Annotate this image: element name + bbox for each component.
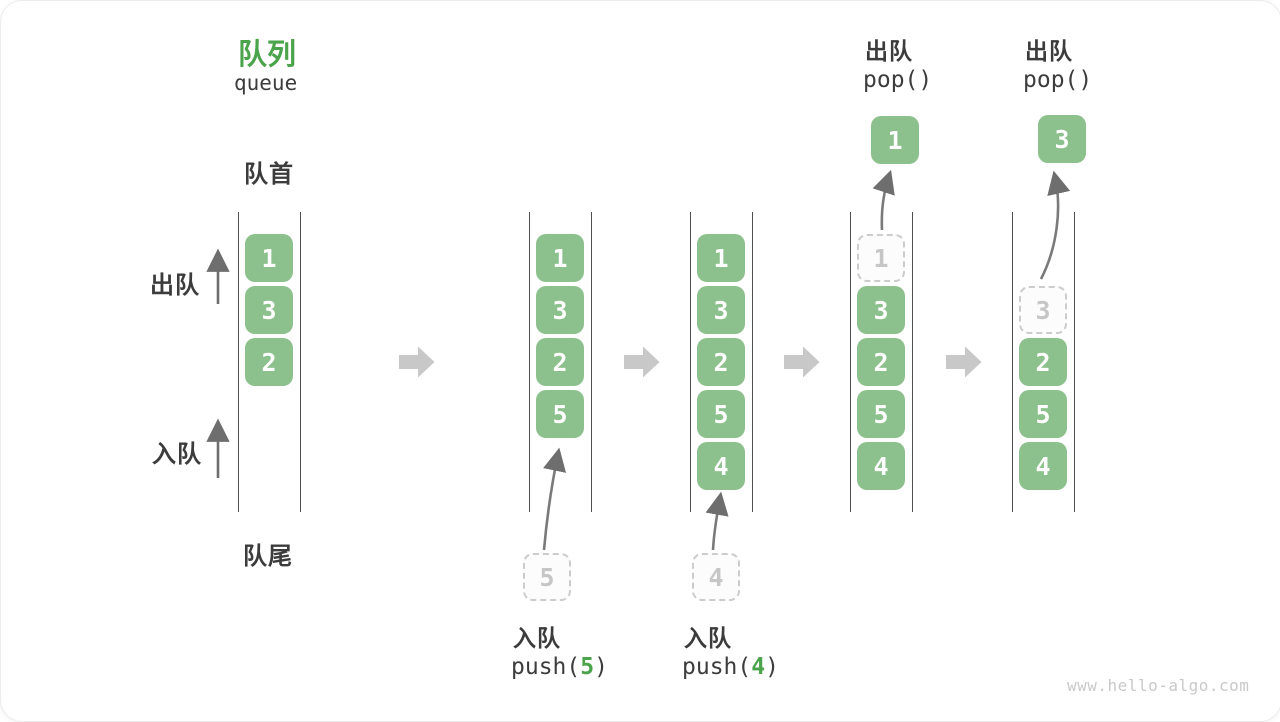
queue-item: 1 [697, 234, 745, 282]
queue-column-2 [529, 212, 592, 512]
queue-item: 4 [857, 442, 905, 490]
pop1-op-code: pop() [863, 67, 933, 93]
code-fn: push( [511, 654, 581, 680]
queue-item: 3 [245, 286, 293, 334]
incoming-item-ghost: 4 [692, 553, 740, 601]
popped-item: 1 [871, 116, 919, 164]
diagram-title-zh: 队列 [238, 39, 297, 71]
code-fn: push( [682, 654, 752, 680]
removed-item-ghost: 3 [1019, 286, 1067, 334]
push5-op-label: 入队 [513, 625, 561, 651]
queue-item: 5 [857, 390, 905, 438]
pop2-op-code: pop() [1023, 67, 1093, 93]
code-arg: 5 [580, 654, 595, 680]
queue-item: 2 [245, 338, 293, 386]
queue-item: 5 [1019, 390, 1067, 438]
removed-item-ghost: 1 [857, 234, 905, 282]
pop2-op-label: 出队 [1025, 38, 1073, 64]
queue-item: 1 [245, 234, 293, 282]
queue-item: 4 [697, 442, 745, 490]
label-dequeue: 出队 [150, 272, 200, 299]
label-queue-rear: 队尾 [243, 543, 293, 570]
push4-op-code: push(4) [682, 654, 779, 680]
queue-item: 3 [697, 286, 745, 334]
queue-item: 2 [536, 338, 584, 386]
label-enqueue: 入队 [152, 441, 202, 468]
state-transition-arrow-4 [946, 346, 982, 378]
label-queue-front: 队首 [244, 161, 294, 188]
queue-item: 1 [536, 234, 584, 282]
queue-item: 5 [697, 390, 745, 438]
state-transition-arrow-1 [399, 346, 435, 378]
code-close: ) [765, 654, 779, 680]
diagram-title-en: queue [234, 71, 298, 95]
state-transition-arrow-2 [624, 346, 660, 378]
queue-column-1 [238, 212, 301, 512]
pop1-op-label: 出队 [865, 38, 913, 64]
queue-item: 3 [857, 286, 905, 334]
popped-item: 3 [1038, 115, 1086, 163]
push5-op-code: push(5) [511, 654, 608, 680]
queue-column-4 [850, 212, 913, 512]
queue-column-5 [1012, 212, 1075, 512]
code-arg: 4 [751, 654, 766, 680]
state-transition-arrow-3 [784, 346, 820, 378]
push4-op-label: 入队 [684, 625, 732, 651]
watermark: www.hello-algo.com [1067, 676, 1250, 695]
queue-item: 2 [697, 338, 745, 386]
queue-item: 4 [1019, 442, 1067, 490]
incoming-item-ghost: 5 [523, 553, 571, 601]
queue-item: 2 [857, 338, 905, 386]
code-close: ) [594, 654, 608, 680]
queue-column-3 [690, 212, 753, 512]
queue-item: 2 [1019, 338, 1067, 386]
queue-item: 5 [536, 390, 584, 438]
queue-item: 3 [536, 286, 584, 334]
